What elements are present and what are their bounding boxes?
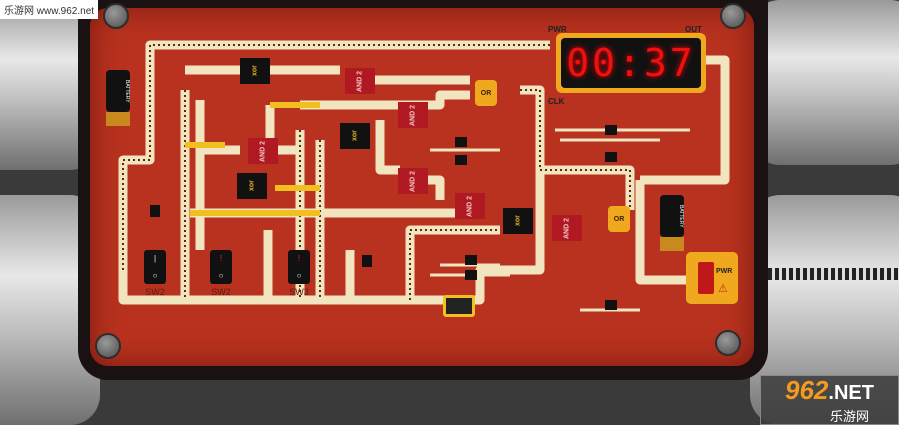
watermark-top: 乐游网 www.962.net xyxy=(0,0,99,19)
bolt-icon xyxy=(720,3,746,29)
pwr-label: PWR xyxy=(548,25,567,34)
gate-or[interactable]: OR xyxy=(608,206,630,232)
countdown-timer: 00:37 xyxy=(556,33,706,93)
gate-and[interactable]: AND 2 xyxy=(552,215,582,241)
out-label: OUT xyxy=(685,25,702,34)
switch-label: SW2 xyxy=(145,287,165,297)
gate-xor[interactable]: xor xyxy=(503,208,533,234)
bolt-icon xyxy=(103,3,129,29)
gate-xor[interactable]: xor xyxy=(240,58,270,84)
gate-and[interactable]: AND 2 xyxy=(398,168,428,194)
switch-label: SW3 xyxy=(289,287,309,297)
battery-left: BATTERY xyxy=(106,70,130,126)
gate-xor[interactable]: xor xyxy=(340,123,370,149)
gate-and[interactable]: AND 2 xyxy=(398,102,428,128)
switch-label: SW2 xyxy=(211,287,231,297)
switch-1[interactable]: |○ xyxy=(144,250,166,284)
timer-display: 00:37 xyxy=(561,38,701,88)
warning-triangle-icon: ⚠ xyxy=(718,283,728,295)
battery-right: BATTERY xyxy=(660,195,684,251)
switch-3[interactable]: !○ xyxy=(288,250,310,284)
right-cylinder-top xyxy=(750,0,899,165)
gate-xor[interactable]: xor xyxy=(237,173,267,199)
clk-label: CLK xyxy=(548,97,565,106)
power-lights xyxy=(698,262,714,294)
power-label: PWR xyxy=(716,268,733,275)
watermark-bottom: 962.NET 乐游网 xyxy=(760,375,899,425)
gate-and[interactable]: AND 2 xyxy=(455,193,485,219)
bolt-icon xyxy=(715,330,741,356)
switch-2[interactable]: !○ xyxy=(210,250,232,284)
output-chip[interactable] xyxy=(443,295,475,317)
gate-and[interactable]: AND 2 xyxy=(345,68,375,94)
power-module[interactable]: PWR ⚠ xyxy=(686,252,738,304)
bolt-icon xyxy=(95,333,121,359)
gate-or[interactable]: OR xyxy=(475,80,497,106)
gate-and[interactable]: AND 2 xyxy=(248,138,278,164)
power-cable xyxy=(740,268,899,280)
